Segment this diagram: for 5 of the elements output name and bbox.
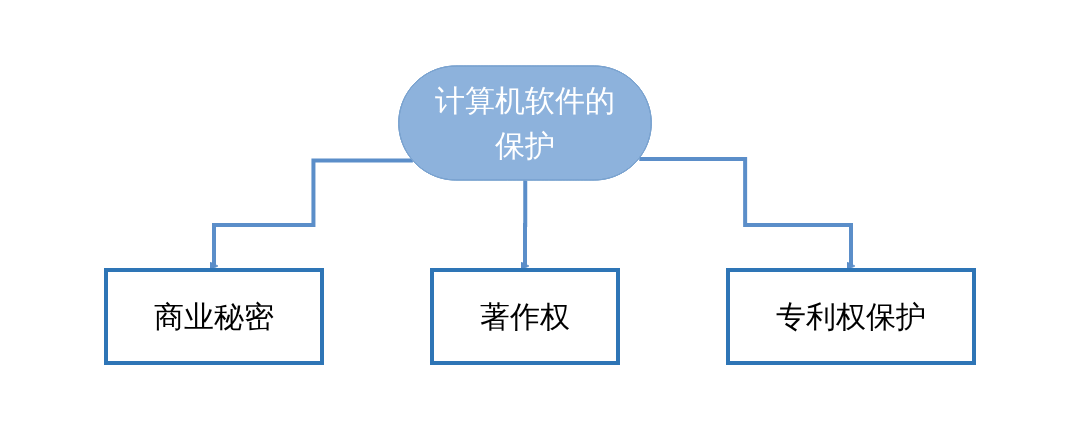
node-box: 专利权保护 [726, 268, 976, 365]
arrow [209, 158, 413, 271]
arrow [639, 157, 856, 271]
node-box: 商业秘密 [104, 268, 324, 365]
node-box: 著作权 [430, 268, 620, 365]
